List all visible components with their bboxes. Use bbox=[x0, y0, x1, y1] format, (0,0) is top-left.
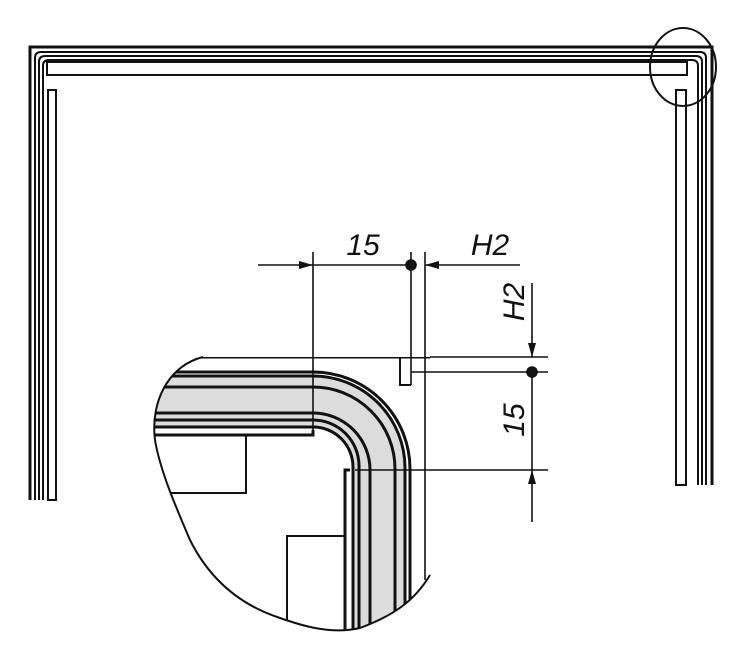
dimension-dot bbox=[405, 259, 417, 271]
corner-detail bbox=[153, 356, 431, 632]
dimension-dot bbox=[526, 366, 538, 378]
top-inner-bar bbox=[46, 61, 688, 76]
dim-label-horizontal-h2: H2 bbox=[471, 229, 510, 262]
dimensions bbox=[258, 252, 548, 580]
profile-lines bbox=[154, 357, 430, 631]
dim-label-vertical-h2: H2 bbox=[498, 283, 531, 322]
detail-outline bbox=[153, 356, 431, 632]
detail-circle-marker bbox=[649, 27, 717, 107]
frame-overview bbox=[28, 27, 717, 501]
dim-label-vertical-15: 15 bbox=[498, 403, 531, 437]
dim-label-horizontal-15: 15 bbox=[346, 229, 380, 262]
